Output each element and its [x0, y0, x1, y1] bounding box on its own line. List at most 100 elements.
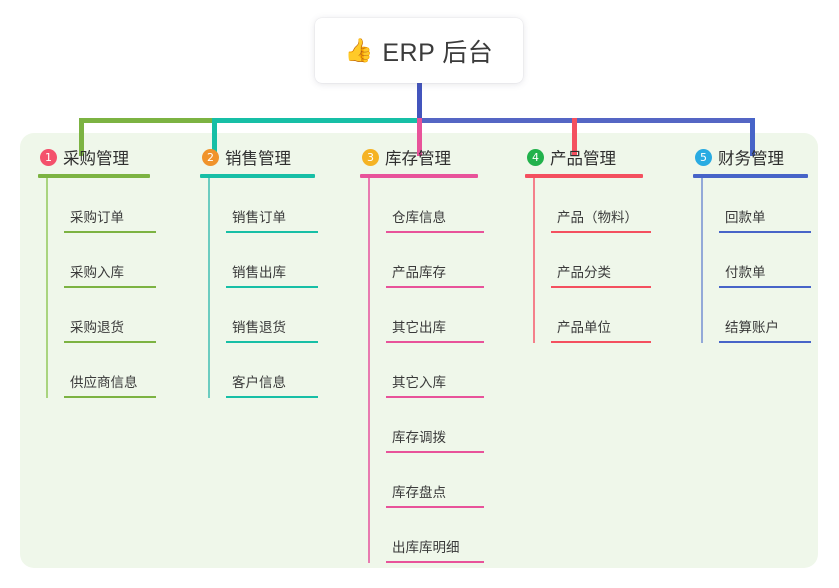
branch-spine-5: [701, 178, 703, 343]
thumbs-up-icon: 👍: [344, 37, 374, 63]
list-item[interactable]: 采购退货: [64, 288, 190, 343]
branch-rule-4: [525, 174, 643, 178]
list-item[interactable]: 结算账户: [719, 288, 835, 343]
list-item-underline: [386, 506, 484, 508]
branch-column-1: 1 采购管理 采购订单 采购入库 采购退货 供应商信息: [38, 145, 190, 398]
branch-spine-2: [208, 178, 210, 398]
list-item-underline: [226, 286, 318, 288]
list-item-underline: [719, 341, 811, 343]
diagram-panel: [20, 133, 818, 568]
branch-items-1: 采购订单 采购入库 采购退货 供应商信息: [46, 178, 190, 398]
list-item[interactable]: 采购订单: [64, 178, 190, 233]
list-item[interactable]: 供应商信息: [64, 343, 190, 398]
list-item-label: 销售退货: [232, 320, 286, 335]
list-item[interactable]: 出库库明细: [386, 508, 520, 563]
connector-trunk-vertical: [417, 80, 422, 122]
list-item-label: 结算账户: [725, 320, 779, 335]
list-item-label: 其它入库: [392, 375, 446, 390]
list-item-underline: [226, 341, 318, 343]
branch-title-1: 采购管理: [63, 150, 129, 168]
list-item-underline: [386, 396, 484, 398]
list-item-label: 销售出库: [232, 265, 286, 280]
branch-header-4[interactable]: 4 产品管理: [525, 145, 677, 169]
branch-header-1[interactable]: 1 采购管理: [38, 145, 190, 169]
branch-spine-1: [46, 178, 48, 398]
connector-horizontal-teal: [212, 118, 420, 123]
list-item[interactable]: 销售出库: [226, 233, 346, 288]
page-title: ERP 后台: [382, 38, 494, 67]
connector-horizontal-green: [79, 118, 214, 123]
list-item-underline: [64, 231, 156, 233]
branch-badge-3: 3: [362, 148, 379, 166]
branch-rule-1: [38, 174, 150, 178]
connector-drop-4: [572, 118, 577, 156]
branch-column-2: 2 销售管理 销售订单 销售出库 销售退货 客户信息: [200, 145, 346, 398]
branch-column-4: 4 产品管理 产品（物料） 产品分类 产品单位: [525, 145, 677, 343]
list-item-label: 付款单: [725, 265, 766, 280]
branch-header-2[interactable]: 2 销售管理: [200, 145, 346, 169]
list-item-underline: [226, 231, 318, 233]
branch-items-4: 产品（物料） 产品分类 产品单位: [533, 178, 677, 343]
list-item-underline: [719, 286, 811, 288]
branch-header-3[interactable]: 3 库存管理: [360, 145, 520, 169]
branch-title-5: 财务管理: [718, 150, 784, 168]
list-item-label: 产品分类: [557, 265, 611, 280]
root-title-card[interactable]: 👍 ERP 后台: [315, 18, 523, 83]
list-item-label: 产品库存: [392, 265, 446, 280]
list-item-label: 库存调拨: [392, 430, 446, 445]
branch-rule-5: [693, 174, 808, 178]
connector-drop-2: [212, 118, 217, 156]
list-item-label: 产品单位: [557, 320, 611, 335]
list-item-label: 其它出库: [392, 320, 446, 335]
list-item[interactable]: 库存盘点: [386, 453, 520, 508]
list-item-underline: [386, 286, 484, 288]
branch-badge-1: 1: [40, 148, 57, 166]
list-item-label: 采购退货: [70, 320, 124, 335]
list-item[interactable]: 仓库信息: [386, 178, 520, 233]
list-item[interactable]: 其它入库: [386, 343, 520, 398]
list-item-underline: [551, 231, 651, 233]
list-item-label: 出库库明细: [392, 540, 460, 555]
list-item-underline: [64, 286, 156, 288]
list-item-label: 供应商信息: [70, 375, 138, 390]
list-item[interactable]: 其它出库: [386, 288, 520, 343]
list-item-underline: [64, 396, 156, 398]
list-item[interactable]: 产品单位: [551, 288, 677, 343]
list-item-underline: [386, 231, 484, 233]
list-item-underline: [386, 341, 484, 343]
branch-rule-3: [360, 174, 478, 178]
connector-drop-1: [79, 118, 84, 156]
branch-items-2: 销售订单 销售出库 销售退货 客户信息: [208, 178, 346, 398]
list-item[interactable]: 客户信息: [226, 343, 346, 398]
list-item[interactable]: 销售退货: [226, 288, 346, 343]
branch-header-5[interactable]: 5 财务管理: [693, 145, 835, 169]
list-item[interactable]: 销售订单: [226, 178, 346, 233]
list-item[interactable]: 回款单: [719, 178, 835, 233]
list-item-label: 采购入库: [70, 265, 124, 280]
list-item[interactable]: 库存调拨: [386, 398, 520, 453]
list-item[interactable]: 付款单: [719, 233, 835, 288]
branch-badge-2: 2: [202, 148, 219, 166]
list-item[interactable]: 产品分类: [551, 233, 677, 288]
list-item-underline: [386, 451, 484, 453]
list-item-label: 客户信息: [232, 375, 286, 390]
list-item-label: 回款单: [725, 210, 766, 225]
list-item-label: 产品（物料）: [557, 210, 638, 225]
list-item[interactable]: 产品库存: [386, 233, 520, 288]
list-item-underline: [551, 286, 651, 288]
branch-title-3: 库存管理: [385, 150, 451, 168]
list-item[interactable]: 产品（物料）: [551, 178, 677, 233]
branch-column-3: 3 库存管理 仓库信息 产品库存 其它出库 其它入库 库存调拨 库存盘点: [360, 145, 520, 563]
list-item-label: 销售订单: [232, 210, 286, 225]
branch-spine-3: [368, 178, 370, 563]
connector-drop-3: [417, 118, 422, 156]
branch-items-5: 回款单 付款单 结算账户: [701, 178, 835, 343]
list-item[interactable]: 采购入库: [64, 233, 190, 288]
branch-spine-4: [533, 178, 535, 343]
branch-rule-2: [200, 174, 315, 178]
branch-items-3: 仓库信息 产品库存 其它出库 其它入库 库存调拨 库存盘点 出库库明细: [368, 178, 520, 563]
list-item-underline: [64, 341, 156, 343]
list-item-underline: [551, 341, 651, 343]
connector-horizontal-blue: [417, 118, 755, 123]
list-item-label: 库存盘点: [392, 485, 446, 500]
